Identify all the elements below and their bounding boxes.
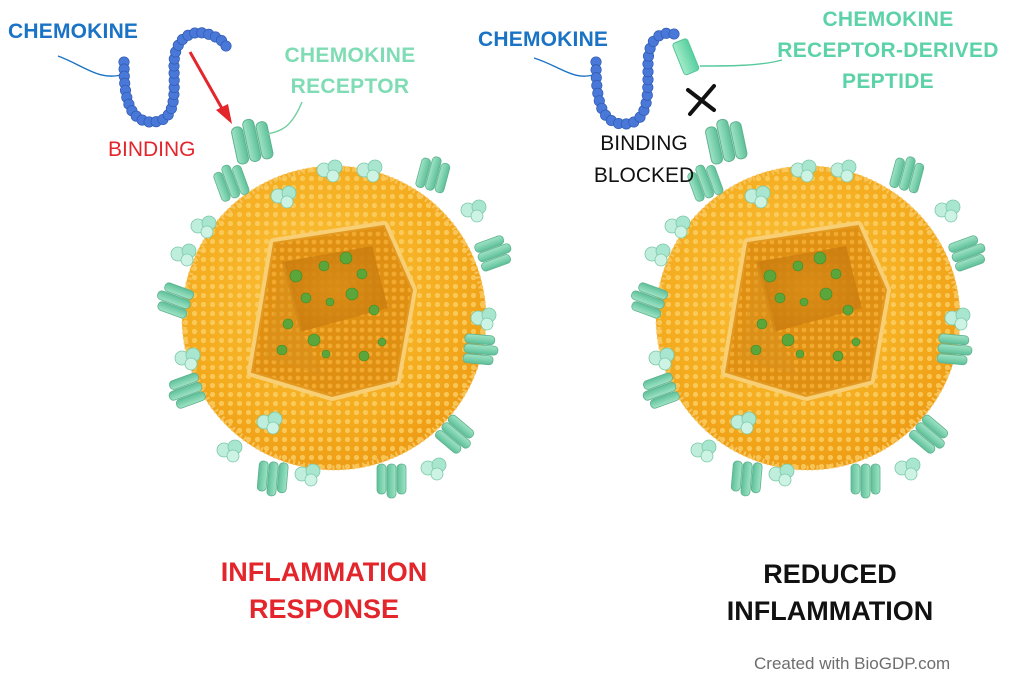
right-outcome-line1: REDUCED [763, 559, 897, 589]
right-outcome-label: REDUCED INFLAMMATION [690, 556, 970, 630]
right-binding-line2: BLOCKED [593, 164, 695, 187]
chemokine-bead [220, 40, 232, 52]
left-chemokine-receptor [229, 115, 275, 166]
right-binding-blocked-label: BINDING BLOCKED [582, 128, 706, 192]
left-receptor-label-line1: CHEMOKINE [284, 44, 416, 67]
right-chemokine-leader [533, 57, 597, 77]
left-chemokine-leader [57, 55, 125, 77]
right-outcome-line2: INFLAMMATION [726, 596, 934, 626]
right-chemokine-label: CHEMOKINE [478, 28, 609, 51]
left-receptor-leader [265, 101, 303, 135]
chemokine-bead [668, 28, 680, 40]
right-peptide-label: CHEMOKINE RECEPTOR-DERIVED PEPTIDE [772, 4, 1004, 97]
left-outcome-line1: INFLAMMATION [220, 557, 428, 587]
left-binding-label: BINDING [108, 138, 196, 161]
right-chemokine-chain [590, 27, 680, 130]
right-binding-line1: BINDING [600, 132, 688, 155]
left-receptor-label-line2: RECEPTOR [290, 75, 410, 98]
right-peptide-label-line1: CHEMOKINE [822, 8, 954, 31]
x-mark-icon [686, 84, 716, 116]
footer-credit: Created with BioGDP.com [754, 654, 951, 673]
left-chemokine-chain [118, 27, 232, 128]
left-cell [153, 153, 516, 498]
left-outcome-line2: RESPONSE [248, 594, 400, 624]
left-chemokine-label: CHEMOKINE [8, 20, 139, 43]
red-arrow-icon [188, 51, 232, 124]
left-receptor-label: CHEMOKINE RECEPTOR [260, 40, 440, 102]
right-peptide-label-line3: PEPTIDE [842, 70, 934, 93]
right-peptide-label-line2: RECEPTOR-DERIVED [777, 39, 999, 62]
left-outcome-label: INFLAMMATION RESPONSE [184, 554, 464, 628]
peptide-shape [672, 38, 700, 76]
right-peptide-leader [699, 59, 783, 67]
right-chemokine-receptor [703, 115, 749, 166]
right-cell [627, 153, 990, 498]
